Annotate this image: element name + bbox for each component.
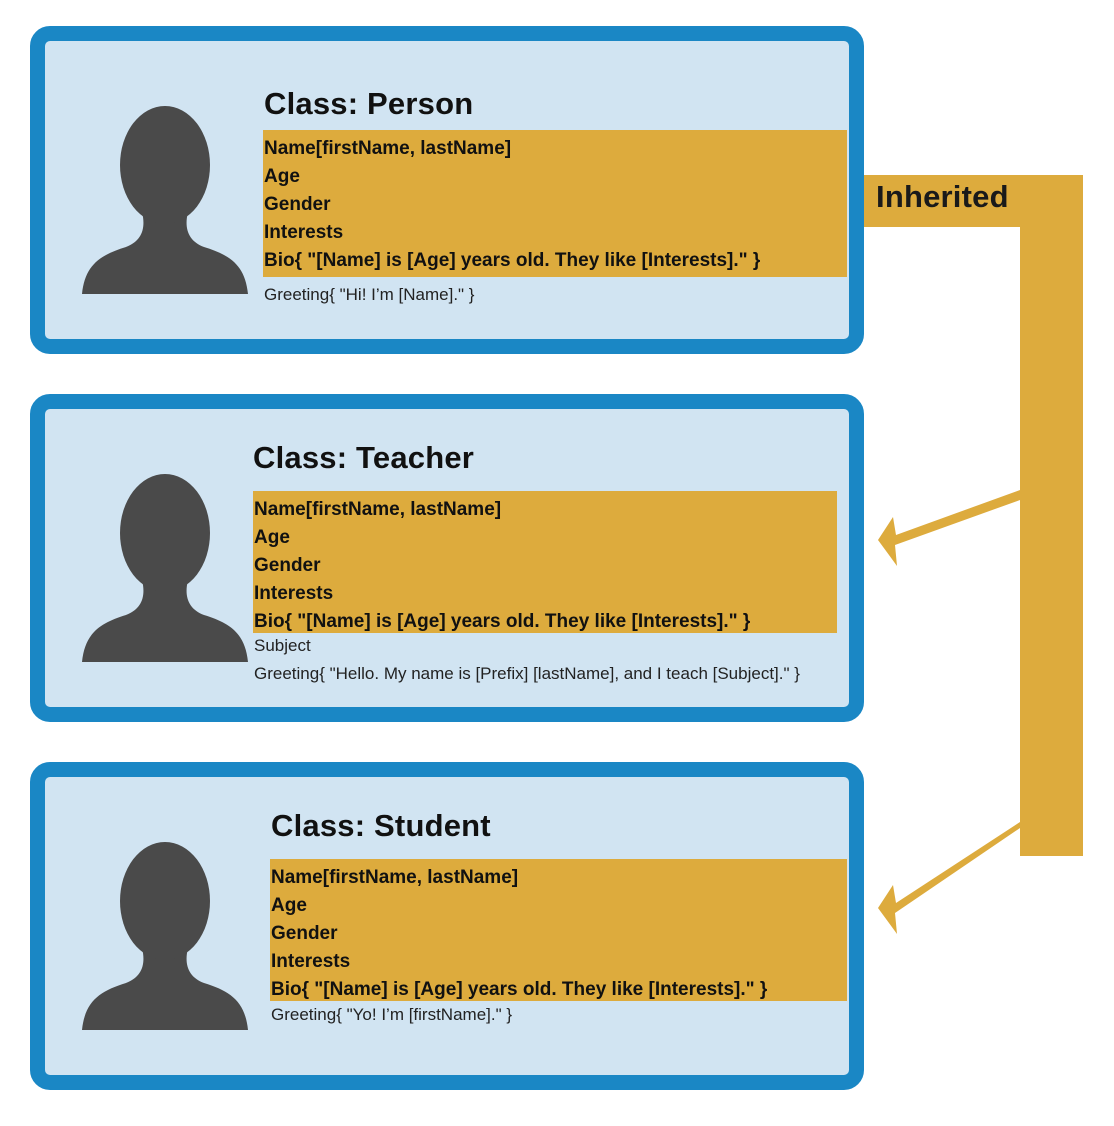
- member-gender: Gender: [254, 555, 321, 576]
- person-silhouette-icon: [82, 842, 248, 1030]
- person-silhouette-icon: [82, 106, 248, 294]
- class-card-student: Class: Student Name[firstName, lastName]…: [30, 762, 864, 1090]
- member-name: Name[firstName, lastName]: [271, 867, 519, 888]
- class-title-person: Class: Person: [264, 86, 474, 121]
- member-subject: Subject: [254, 636, 311, 655]
- inherited-members-teacher: Name[firstName, lastName] Age Gender Int…: [253, 491, 837, 633]
- member-age: Age: [264, 166, 300, 187]
- member-name: Name[firstName, lastName]: [254, 499, 502, 520]
- member-interests: Interests: [264, 222, 344, 243]
- inherited-label: Inherited: [876, 179, 1009, 214]
- member-greeting: Greeting{ "Yo! I’m [firstName]." }: [271, 1005, 513, 1024]
- member-gender: Gender: [264, 194, 331, 215]
- class-card-person: Class: Person Name[firstName, lastName] …: [30, 26, 864, 354]
- member-bio: Bio{ "[Name] is [Age] years old. They li…: [254, 611, 751, 632]
- member-gender: Gender: [271, 923, 338, 944]
- member-bio: Bio{ "[Name] is [Age] years old. They li…: [271, 979, 768, 1000]
- member-name: Name[firstName, lastName]: [264, 138, 512, 159]
- member-interests: Interests: [271, 951, 351, 972]
- member-interests: Interests: [254, 583, 334, 604]
- member-greeting: Greeting{ "Hello. My name is [Prefix] [l…: [254, 664, 800, 683]
- inherited-members-student: Name[firstName, lastName] Age Gender Int…: [270, 859, 847, 1001]
- member-age: Age: [271, 895, 307, 916]
- inherited-members-person: Name[firstName, lastName] Age Gender Int…: [263, 130, 847, 277]
- class-card-teacher: Class: Teacher Name[firstName, lastName]…: [30, 394, 864, 722]
- inheritance-connector: [846, 175, 1083, 934]
- class-title-student: Class: Student: [271, 808, 491, 843]
- member-bio: Bio{ "[Name] is [Age] years old. They li…: [264, 250, 761, 271]
- class-title-teacher: Class: Teacher: [253, 440, 475, 475]
- member-greeting: Greeting{ "Hi! I’m [Name]." }: [264, 285, 475, 304]
- member-age: Age: [254, 527, 290, 548]
- person-silhouette-icon: [82, 474, 248, 662]
